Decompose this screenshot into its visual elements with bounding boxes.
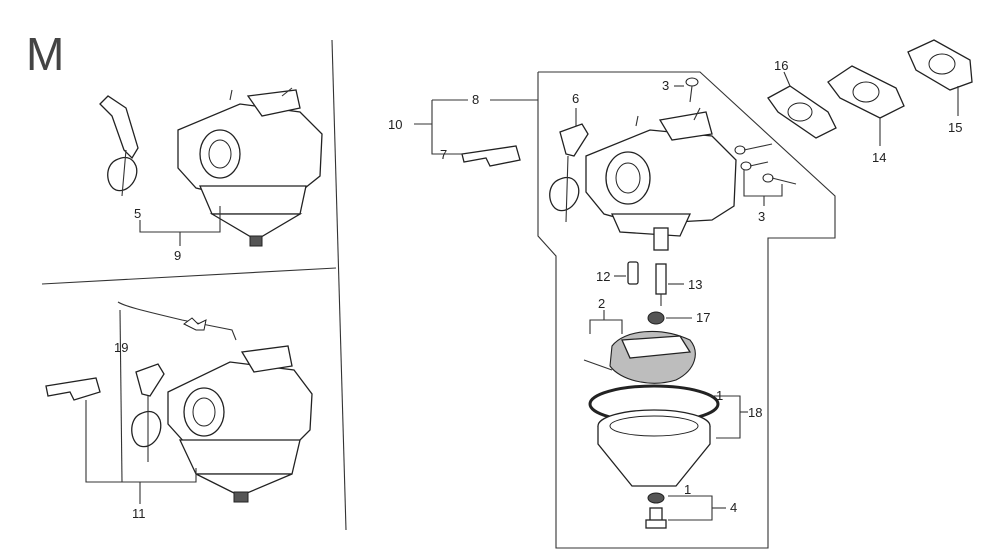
float-bowl-icon — [597, 409, 711, 487]
label-part-19: 19 — [114, 340, 128, 355]
spring-icon — [647, 311, 665, 325]
label-part-1-oring: 1 — [716, 388, 723, 403]
choke-valve-icon — [549, 123, 589, 223]
screw-icon — [685, 77, 699, 103]
spring-icon — [117, 301, 237, 341]
label-part-16: 16 — [774, 58, 788, 73]
leader-11 — [85, 400, 197, 483]
label-part-15: 15 — [948, 120, 962, 135]
label-part-1-washer: 1 — [684, 482, 691, 497]
screw-icon — [734, 143, 797, 185]
carburetor-assembly-top-left: 5 9 — [99, 87, 323, 263]
choke-valve-icon — [131, 363, 165, 462]
gasket-icon — [461, 145, 521, 167]
carburetor-icon — [177, 87, 323, 247]
section-letter: M — [26, 28, 64, 80]
label-part-17: 17 — [696, 310, 710, 325]
label-part-11: 11 — [132, 506, 146, 521]
label-part-2: 2 — [598, 296, 605, 311]
carburetor-icon — [167, 345, 313, 503]
gasket-icon — [827, 65, 905, 119]
label-part-8: 8 — [472, 92, 479, 107]
label-part-3-top: 3 — [662, 78, 669, 93]
panel-divider-vertical — [331, 39, 347, 531]
gasket-icon — [767, 85, 837, 139]
label-part-7: 7 — [440, 147, 447, 162]
label-part-3-right: 3 — [758, 209, 765, 224]
label-part-12: 12 — [596, 269, 610, 284]
label-part-14: 14 — [872, 150, 886, 165]
carburetor-icon — [585, 107, 737, 251]
gasket-icon — [907, 39, 973, 91]
needle-jet-icon — [655, 263, 667, 306]
jet-icon — [627, 261, 639, 285]
screw-icon — [645, 507, 667, 529]
label-part-5: 5 — [134, 206, 141, 221]
carburetor-assembly-bottom-left: 19 11 — [45, 301, 313, 521]
label-part-4: 4 — [730, 500, 737, 515]
float-icon — [583, 330, 696, 384]
choke-valve-icon — [99, 95, 139, 197]
gasket-icon — [45, 377, 101, 401]
label-part-10: 10 — [388, 117, 402, 132]
label-part-6: 6 — [572, 91, 579, 106]
assembly-outline — [537, 71, 836, 549]
label-part-9: 9 — [174, 248, 181, 263]
washer-icon — [647, 492, 665, 504]
label-part-18: 18 — [748, 405, 762, 420]
leader-9 — [139, 206, 221, 233]
panel-divider-horizontal — [41, 267, 337, 285]
label-part-13: 13 — [688, 277, 702, 292]
